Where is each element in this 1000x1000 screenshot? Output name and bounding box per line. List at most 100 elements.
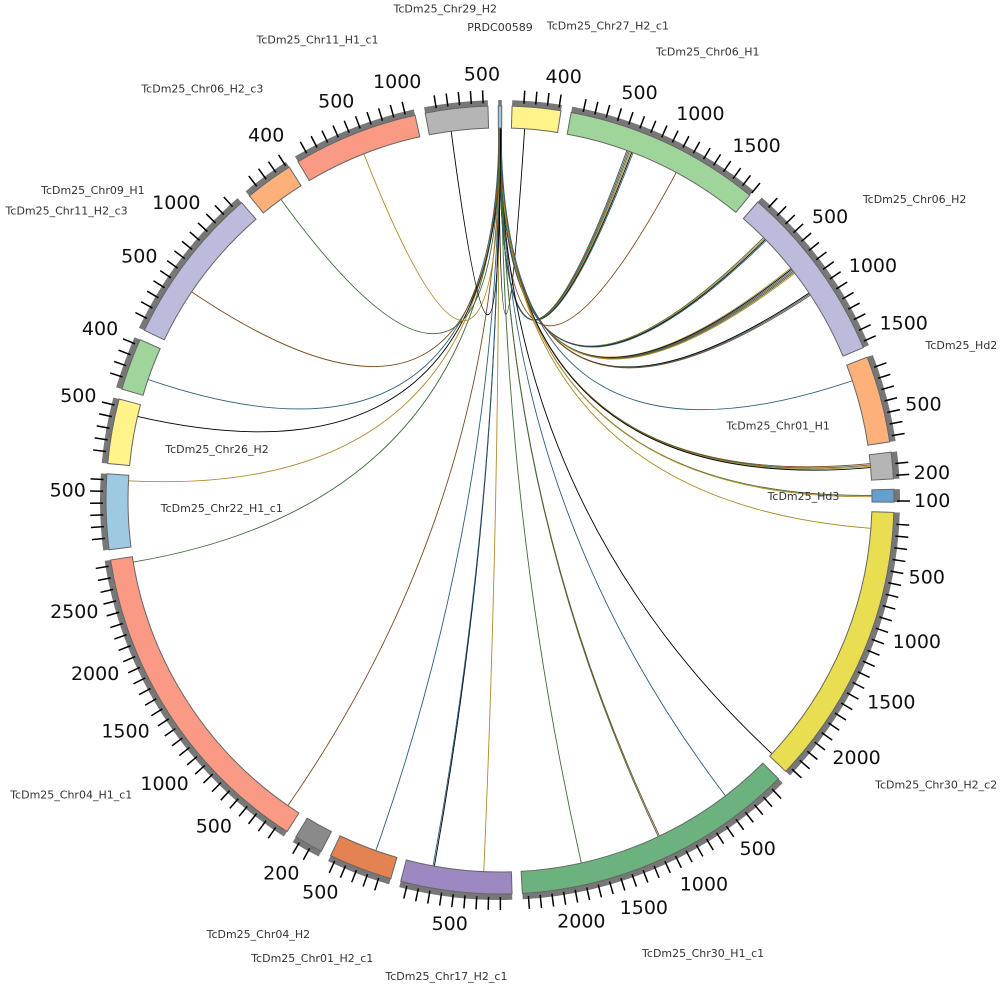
segment-label: TcDm25_Chr04_H2 [206, 928, 311, 941]
tick-label: 1000 [680, 873, 728, 895]
tick-mark [847, 302, 860, 310]
tick-mark [153, 280, 165, 289]
tick-mark [829, 271, 842, 280]
segment-tick-band [757, 197, 869, 348]
segment-arc[interactable] [110, 556, 300, 833]
tick-mark [91, 537, 105, 541]
segment-arc[interactable] [742, 201, 864, 357]
tick-mark [247, 813, 258, 825]
tick-mark [884, 397, 898, 402]
segment-TcDm25_Chr17_H2_c1[interactable] [399, 859, 513, 911]
segment-arc[interactable] [871, 488, 895, 503]
tick-mark [895, 535, 909, 539]
tick-mark [92, 449, 107, 453]
segment-arc[interactable] [329, 835, 398, 880]
segment-arc[interactable] [107, 398, 142, 467]
segment-TcDm25_Chr22_H1_c1[interactable] [90, 473, 132, 551]
segment-arc[interactable] [520, 762, 780, 894]
tick-mark [715, 832, 725, 845]
link-TcDm25_Chr06_H2 [499, 127, 764, 347]
tick-mark [792, 223, 804, 234]
segment-arc[interactable] [295, 817, 333, 852]
link-TcDm25_Chr11_H2_c3 [147, 128, 500, 410]
segment-PRDC00589[interactable] [497, 100, 503, 129]
tick-mark [896, 523, 910, 526]
tick-mark [146, 290, 159, 299]
segment-arc[interactable] [769, 511, 895, 773]
tick-mark [178, 746, 191, 757]
segment-TcDm25_Chr30_H2_c2[interactable] [769, 511, 910, 779]
segment-TcDm25_Hd2[interactable] [868, 451, 910, 481]
segment-TcDm25_Chr06_H1[interactable] [566, 98, 761, 214]
tick-mark [299, 141, 308, 154]
link-TcDm25_Chr17_H2_c1 [432, 128, 500, 867]
segment-arc[interactable] [566, 111, 751, 214]
segment-TcDm25_Chr29_H2[interactable] [424, 90, 490, 136]
tick-label: 100 [914, 490, 950, 512]
segment-TcDm25_Chr04_H2[interactable] [292, 817, 333, 861]
segment-arc[interactable] [424, 105, 490, 136]
tick-mark [840, 702, 853, 711]
segment-arc[interactable] [846, 356, 891, 446]
link-TcDm25_Chr06_H2 [499, 127, 766, 348]
segment-arc[interactable] [497, 105, 503, 129]
segment-TcDm25_Chr01_H1[interactable] [846, 355, 905, 446]
tick-mark [551, 893, 555, 907]
link-TcDm25_Chr29_H2 [450, 127, 501, 315]
tick-mark [157, 718, 170, 727]
segment-tick-band [399, 881, 513, 900]
segment-arc[interactable] [510, 105, 562, 134]
segment-TcDm25_Chr06_H2_c3[interactable] [245, 154, 302, 214]
tick-mark [186, 755, 198, 766]
tick-mark [660, 125, 668, 138]
segment-arc[interactable] [248, 166, 302, 214]
tick-mark [401, 101, 406, 115]
segment-TcDm25_Chr30_H1_c1[interactable] [520, 762, 783, 910]
tick-mark [852, 681, 865, 690]
segment-arc[interactable] [297, 114, 421, 182]
tick-mark [135, 311, 148, 320]
segment-TcDm25_Hd3[interactable] [871, 488, 911, 503]
tick-mark [122, 655, 136, 663]
link-TcDm25_Chr04_H1_c1 [287, 127, 501, 806]
tick-mark [890, 570, 904, 575]
segment-arc[interactable] [143, 201, 257, 341]
tick-label: 1000 [373, 71, 421, 93]
segment-label: TcDm25_Chr27_H2_c1 [546, 20, 669, 33]
tick-mark [451, 894, 455, 908]
tick-mark [841, 291, 854, 300]
link-TcDm25_Chr06_H2 [500, 128, 811, 368]
tick-mark [597, 884, 603, 898]
segment-label: TcDm25_Chr01_H1 [725, 420, 830, 433]
segment-arc[interactable] [400, 859, 513, 895]
link-TcDm25_Chr06_H2 [499, 127, 792, 358]
tick-mark [616, 108, 623, 122]
segment-TcDm25_Chr09_H1[interactable] [135, 196, 257, 341]
segment-TcDm25_Chr04_H1_c1[interactable] [95, 556, 300, 839]
tick-label: 500 [302, 881, 338, 903]
link-TcDm25_Chr09_H1 [191, 128, 500, 367]
tick-mark [784, 214, 796, 225]
segment-arc[interactable] [105, 473, 132, 551]
segment-tick-band [294, 109, 416, 162]
tick-mark [101, 401, 115, 406]
tick-mark [877, 373, 891, 380]
tick-mark [735, 818, 745, 831]
tick-mark [267, 827, 277, 839]
tick-label: 1000 [849, 255, 897, 277]
tick-label: 1500 [880, 313, 928, 335]
tick-mark [113, 360, 127, 367]
segment-TcDm25_Chr11_H2_c3[interactable] [109, 337, 161, 396]
link-TcDm25_Chr30_H1_c1 [500, 128, 582, 864]
segment-TcDm25_Chr27_H2_c1[interactable] [510, 90, 562, 134]
segment-arc[interactable] [121, 339, 161, 396]
tick-mark [332, 125, 340, 138]
segment-TcDm25_Chr11_H1_c1[interactable] [294, 101, 421, 182]
link-TcDm25_Chr01_H2_c1 [375, 127, 501, 851]
tick-mark [98, 413, 113, 418]
segment-TcDm25_Chr06_H2[interactable] [742, 197, 876, 357]
segment-TcDm25_Chr01_H2_c1[interactable] [328, 835, 398, 891]
segment-TcDm25_Chr26_H2[interactable] [92, 397, 142, 467]
segment-arc[interactable] [868, 451, 894, 481]
segment-label: TcDm25_Chr09_H1 [40, 184, 145, 197]
